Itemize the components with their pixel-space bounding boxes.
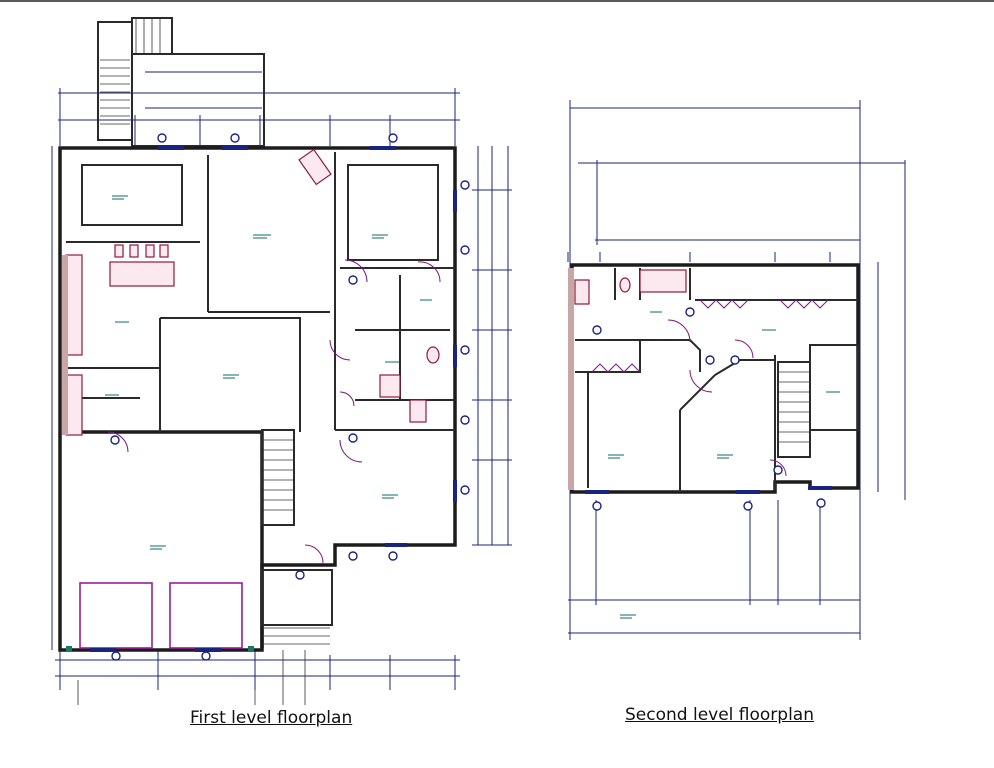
first-level-caption: First level floorplan — [190, 708, 353, 728]
first-level-exterior-wall — [58, 146, 457, 652]
kitchen-island — [109, 261, 175, 287]
garage-walls — [66, 430, 264, 648]
garage-stair — [261, 429, 295, 526]
bedroom-bed — [347, 164, 439, 261]
dining-table — [81, 164, 183, 226]
garage-door-right — [169, 582, 243, 649]
garage-door-left — [79, 582, 153, 649]
first-level-plan — [51, 17, 512, 705]
second-level-caption: Second level floorplan — [625, 705, 815, 725]
second-level-exterior-wall — [570, 263, 860, 494]
second-level-stair — [777, 361, 811, 458]
second-level-plan — [567, 100, 906, 640]
deck — [131, 53, 265, 147]
front-porch — [261, 569, 333, 626]
second-left-wall-texture — [568, 268, 574, 490]
kitchen-counter — [65, 254, 83, 356]
bathtub — [639, 269, 687, 293]
left-wall-texture — [62, 255, 68, 435]
